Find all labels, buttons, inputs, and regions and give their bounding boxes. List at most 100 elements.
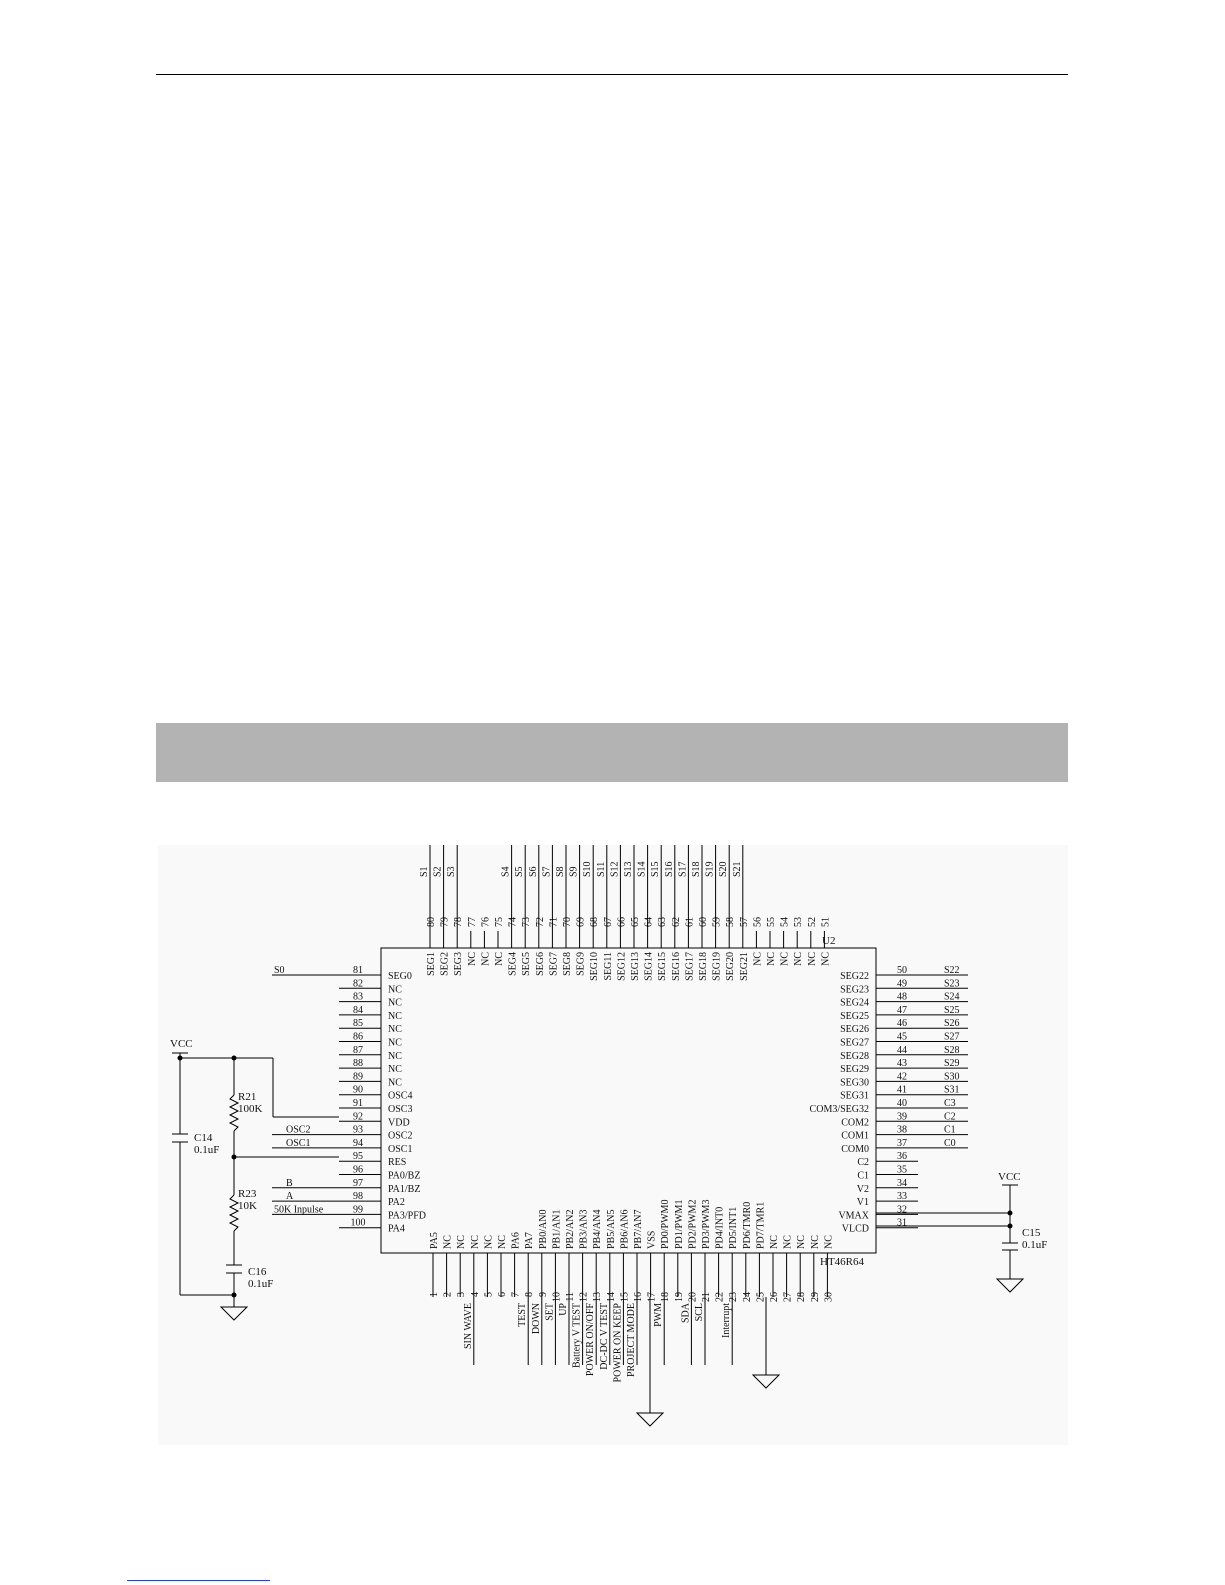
top-pin-number: 60 — [698, 917, 709, 927]
footer-link-underline — [127, 1580, 270, 1581]
bottom-net-label: SET — [544, 1303, 555, 1321]
bottom-net-label: DC-DC V TEST — [599, 1303, 610, 1370]
bottom-net-label: Battery V TEST — [572, 1303, 583, 1368]
top-pin-number: 76 — [480, 917, 491, 927]
top-pin-name: SEG17 — [684, 952, 695, 981]
right-pin-number: 41 — [897, 1085, 907, 1096]
bottom-net-label: POWER ON/OFF — [585, 1303, 596, 1377]
left-pin-number: 85 — [353, 1018, 363, 1029]
left-pin-number: 87 — [353, 1045, 363, 1056]
bottom-pin-number: 27 — [783, 1292, 794, 1302]
bottom-pin-name: PB2/AN2 — [565, 1210, 576, 1249]
top-rule — [156, 74, 1068, 75]
bottom-pin-name: NC — [497, 1235, 508, 1249]
bottom-pin-name: PD7/TMR1 — [755, 1202, 766, 1249]
bottom-net-label: TEST — [517, 1303, 528, 1327]
top-net-label: S21 — [732, 861, 743, 877]
top-net-label: S17 — [677, 861, 688, 877]
right-net-label: S27 — [944, 1032, 960, 1043]
top-pin-number: 74 — [508, 917, 519, 927]
right-pin-name: SEG27 — [840, 1038, 869, 1049]
right-net-label: S29 — [944, 1058, 960, 1069]
top-pin-name: SEG12 — [616, 952, 627, 981]
top-pin-number: 65 — [630, 917, 641, 927]
bottom-pin-name: PA6 — [511, 1232, 522, 1249]
bottom-pin-number: 4 — [470, 1292, 481, 1297]
right-net-label: S26 — [944, 1018, 960, 1029]
bottom-pin-name: PA5 — [429, 1232, 440, 1249]
right-pin-name: SEG29 — [840, 1064, 869, 1075]
right-pin-group: 50SEG22S2249SEG23S2348SEG24S2447SEG25S25… — [810, 965, 968, 1235]
left-pin-name: OSC1 — [388, 1144, 412, 1155]
bottom-pin-name: PB0/AN0 — [538, 1210, 549, 1249]
left-pin-number: 97 — [353, 1178, 363, 1189]
left-pin-number: 90 — [353, 1085, 363, 1096]
top-net-label: S8 — [555, 866, 566, 877]
vcc-right-label: VCC — [998, 1171, 1021, 1183]
top-pin-number: 57 — [739, 917, 750, 927]
top-pin-number: 77 — [467, 917, 478, 927]
right-pin-number: 47 — [897, 1005, 907, 1016]
bottom-pin-number: 19 — [674, 1292, 685, 1302]
top-pin-number: 68 — [589, 917, 600, 927]
top-pin-number: 58 — [725, 917, 736, 927]
right-pin-number: 39 — [897, 1111, 907, 1122]
left-pin-number: 99 — [353, 1204, 363, 1215]
bottom-pin-name: NC — [783, 1235, 794, 1249]
bottom-net-label: SCL — [694, 1303, 705, 1321]
top-pin-name: SEG15 — [657, 952, 668, 981]
right-pin-name: V2 — [857, 1184, 869, 1195]
top-pin-number: 72 — [535, 917, 546, 927]
left-pin-number: 89 — [353, 1071, 363, 1082]
right-pin-number: 46 — [897, 1018, 907, 1029]
right-pin-number: 45 — [897, 1032, 907, 1043]
left-pin-name: NC — [388, 1011, 402, 1022]
bottom-net-label: PROJECT MODE — [626, 1303, 637, 1377]
top-pin-name: NC — [820, 952, 831, 966]
top-pin-number: 75 — [494, 917, 505, 927]
junction-r21-top — [231, 1055, 237, 1061]
top-pin-number: 53 — [793, 917, 804, 927]
c16-value: 0.1uF — [248, 1278, 273, 1290]
bottom-pin-number: 20 — [687, 1292, 698, 1302]
right-pin-number: 49 — [897, 978, 907, 989]
right-pin-name: SEG26 — [840, 1024, 869, 1035]
left-pin-name: PA3/PFD — [388, 1210, 426, 1221]
right-power-circuit — [876, 1184, 1025, 1293]
bottom-pin-name: PB5/AN5 — [606, 1210, 617, 1249]
left-power-circuit — [172, 1052, 339, 1321]
bottom-pin-number: 6 — [497, 1292, 508, 1297]
left-pin-name: OSC2 — [388, 1131, 412, 1142]
top-pin-name: NC — [780, 952, 791, 966]
top-pin-name: SEG4 — [508, 952, 519, 976]
right-net-label: C2 — [944, 1111, 956, 1122]
left-pin-name: PA0/BZ — [388, 1171, 420, 1182]
top-net-label: S11 — [596, 862, 607, 877]
top-net-label: S14 — [637, 861, 648, 877]
top-pin-name: SEG19 — [712, 952, 723, 981]
left-pin-number: 95 — [353, 1151, 363, 1162]
top-pin-number: 66 — [616, 917, 627, 927]
left-pin-name: PA2 — [388, 1197, 405, 1208]
junction-ground — [231, 1292, 237, 1298]
c15-value: 0.1uF — [1022, 1239, 1047, 1251]
left-pin-name: NC — [388, 1064, 402, 1075]
top-pin-number: 63 — [657, 917, 668, 927]
right-net-label: S23 — [944, 978, 960, 989]
top-net-label: S6 — [528, 866, 539, 877]
right-pin-number: 32 — [897, 1204, 907, 1215]
right-pin-number: 31 — [897, 1218, 907, 1229]
top-pin-number: 55 — [766, 917, 777, 927]
schematic-svg: U2 HT46R64 80SEG1S179SEG2S278SEG3S377NC7… — [170, 845, 1047, 1427]
chip-ref: U2 — [822, 935, 835, 947]
top-pin-number: 71 — [548, 917, 559, 927]
right-pin-name: COM2 — [841, 1117, 869, 1128]
right-net-label: S22 — [944, 965, 960, 976]
right-pin-name: VMAX — [838, 1210, 869, 1221]
top-net-label: S12 — [609, 861, 620, 877]
left-pin-number: 82 — [353, 978, 363, 989]
left-net-label: OSC1 — [286, 1138, 310, 1149]
bottom-pin-name: PD4/INT0 — [715, 1207, 726, 1249]
bottom-net-label: SIN WAVE — [463, 1303, 474, 1349]
left-pin-number: 81 — [353, 965, 363, 976]
